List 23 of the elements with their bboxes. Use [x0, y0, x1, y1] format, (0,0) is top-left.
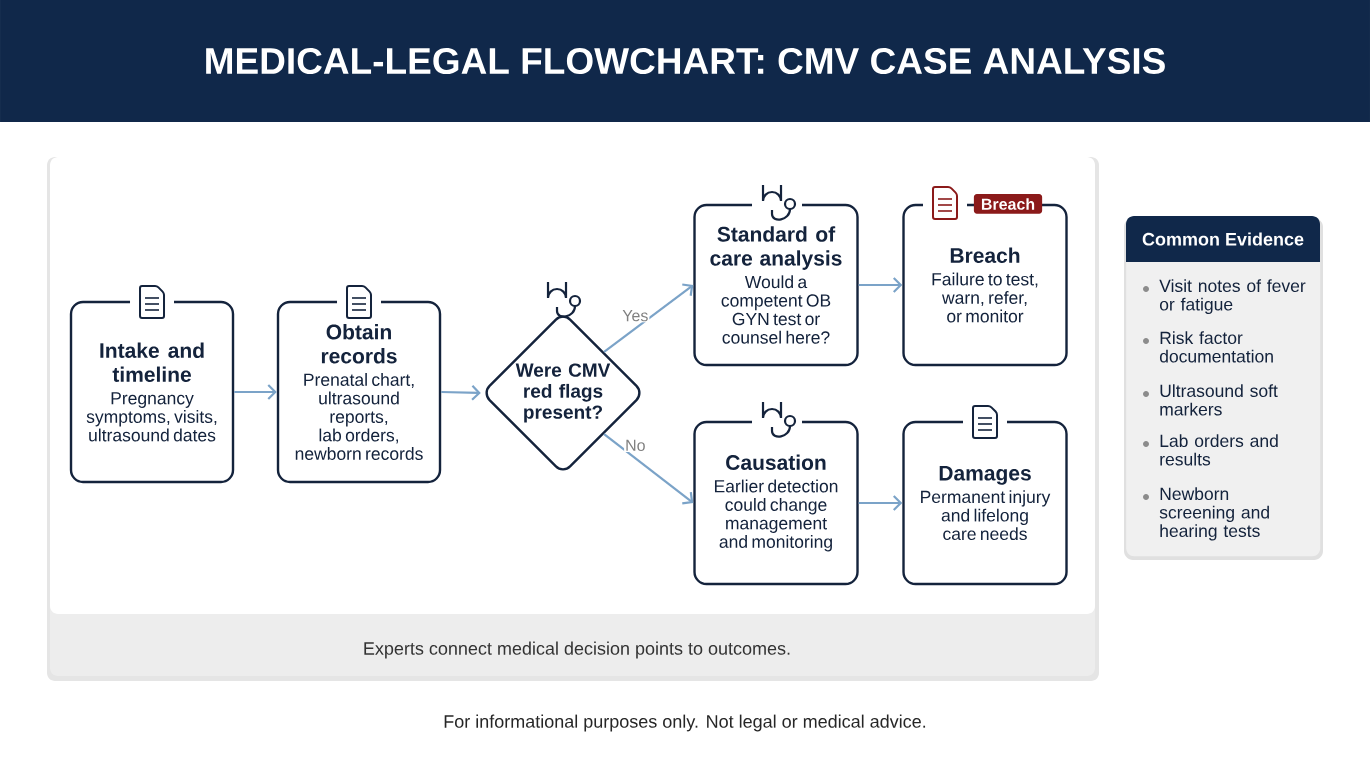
evidence-item: Risk factor documentation: [1159, 331, 1273, 363]
breach-tag: Breach: [973, 194, 1043, 214]
edge-label: No: [626, 439, 645, 451]
process-box: Intake and timeline Pregnancy symptoms, visits, ultrasound dates: [69, 300, 235, 484]
arrow: [441, 385, 481, 401]
arrow: [858, 277, 903, 293]
arrow: [234, 384, 277, 400]
evidence-item: Ultrasound soft markers: [1160, 384, 1278, 416]
evidence-panel: Common Evidence Visit notes of fever or fatigue Risk factor documentation Ultrasound soft markers Lab orders and results Newborn screening and hearing tests: [1124, 216, 1323, 560]
title-banner: MEDICAL-LEGAL FLOWCHART: CMV CASE ANALYSIS: [0, 0, 1370, 122]
edge-label: Yes: [622, 310, 648, 322]
caption: Experts connect medical decision points to outcomes.: [364, 641, 790, 659]
evidence-item: Newborn screening and hearing tests: [1159, 487, 1269, 541]
arrow: [603, 433, 694, 505]
process-box: Standard of care analysis Would a competent OB GYN test or counsel here?: [693, 203, 859, 367]
process-box: Obtain records Prenatal chart, ultrasound reports, lab orders, newborn records: [276, 300, 442, 484]
evidence-item: Visit notes of fever or fatigue: [1159, 279, 1306, 314]
footer-note: For informational purposes only. Not legal or medical advice.: [444, 714, 926, 732]
evidence-item: Lab orders and results: [1160, 434, 1278, 466]
arrow: [858, 495, 903, 511]
process-box: Damages Permanent injury and lifelong care needs: [902, 420, 1068, 586]
process-box: Causation Earlier detection could change management and monitoring: [693, 420, 859, 586]
arrow: [603, 283, 694, 353]
